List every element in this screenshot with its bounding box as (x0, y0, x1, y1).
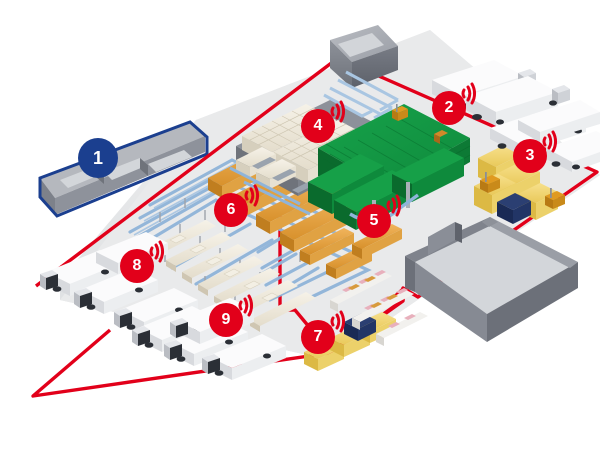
marker-8[interactable]: 8 (120, 249, 154, 283)
marker-5-label: 5 (369, 212, 379, 229)
dock-stripes (323, 70, 399, 120)
marker-2[interactable]: 2 (432, 91, 466, 125)
marker-1[interactable]: 1 (78, 138, 118, 178)
marker-9-label: 9 (221, 311, 231, 328)
marker-6-label: 6 (226, 201, 236, 218)
marker-8-label: 8 (132, 257, 142, 274)
marker-3-label: 3 (525, 147, 535, 164)
forklift-group (392, 104, 565, 209)
marker-5[interactable]: 5 (357, 204, 391, 238)
marker-1-label: 1 (92, 148, 103, 168)
marker-6[interactable]: 6 (214, 193, 248, 227)
marker-4-label: 4 (313, 117, 323, 134)
marker-4[interactable]: 4 (301, 109, 335, 143)
gray-building-upper (330, 25, 398, 88)
marker-2-label: 2 (444, 99, 454, 116)
marker-7-label: 7 (313, 328, 323, 345)
marker-3[interactable]: 3 (513, 139, 547, 173)
green-crate-block-storage (308, 104, 471, 230)
sorter-lanes-cream (150, 220, 316, 332)
marker-9[interactable]: 9 (209, 303, 243, 337)
packing-workstations (330, 270, 428, 346)
marker-7[interactable]: 7 (301, 320, 335, 354)
gray-building-open-box (405, 217, 578, 342)
